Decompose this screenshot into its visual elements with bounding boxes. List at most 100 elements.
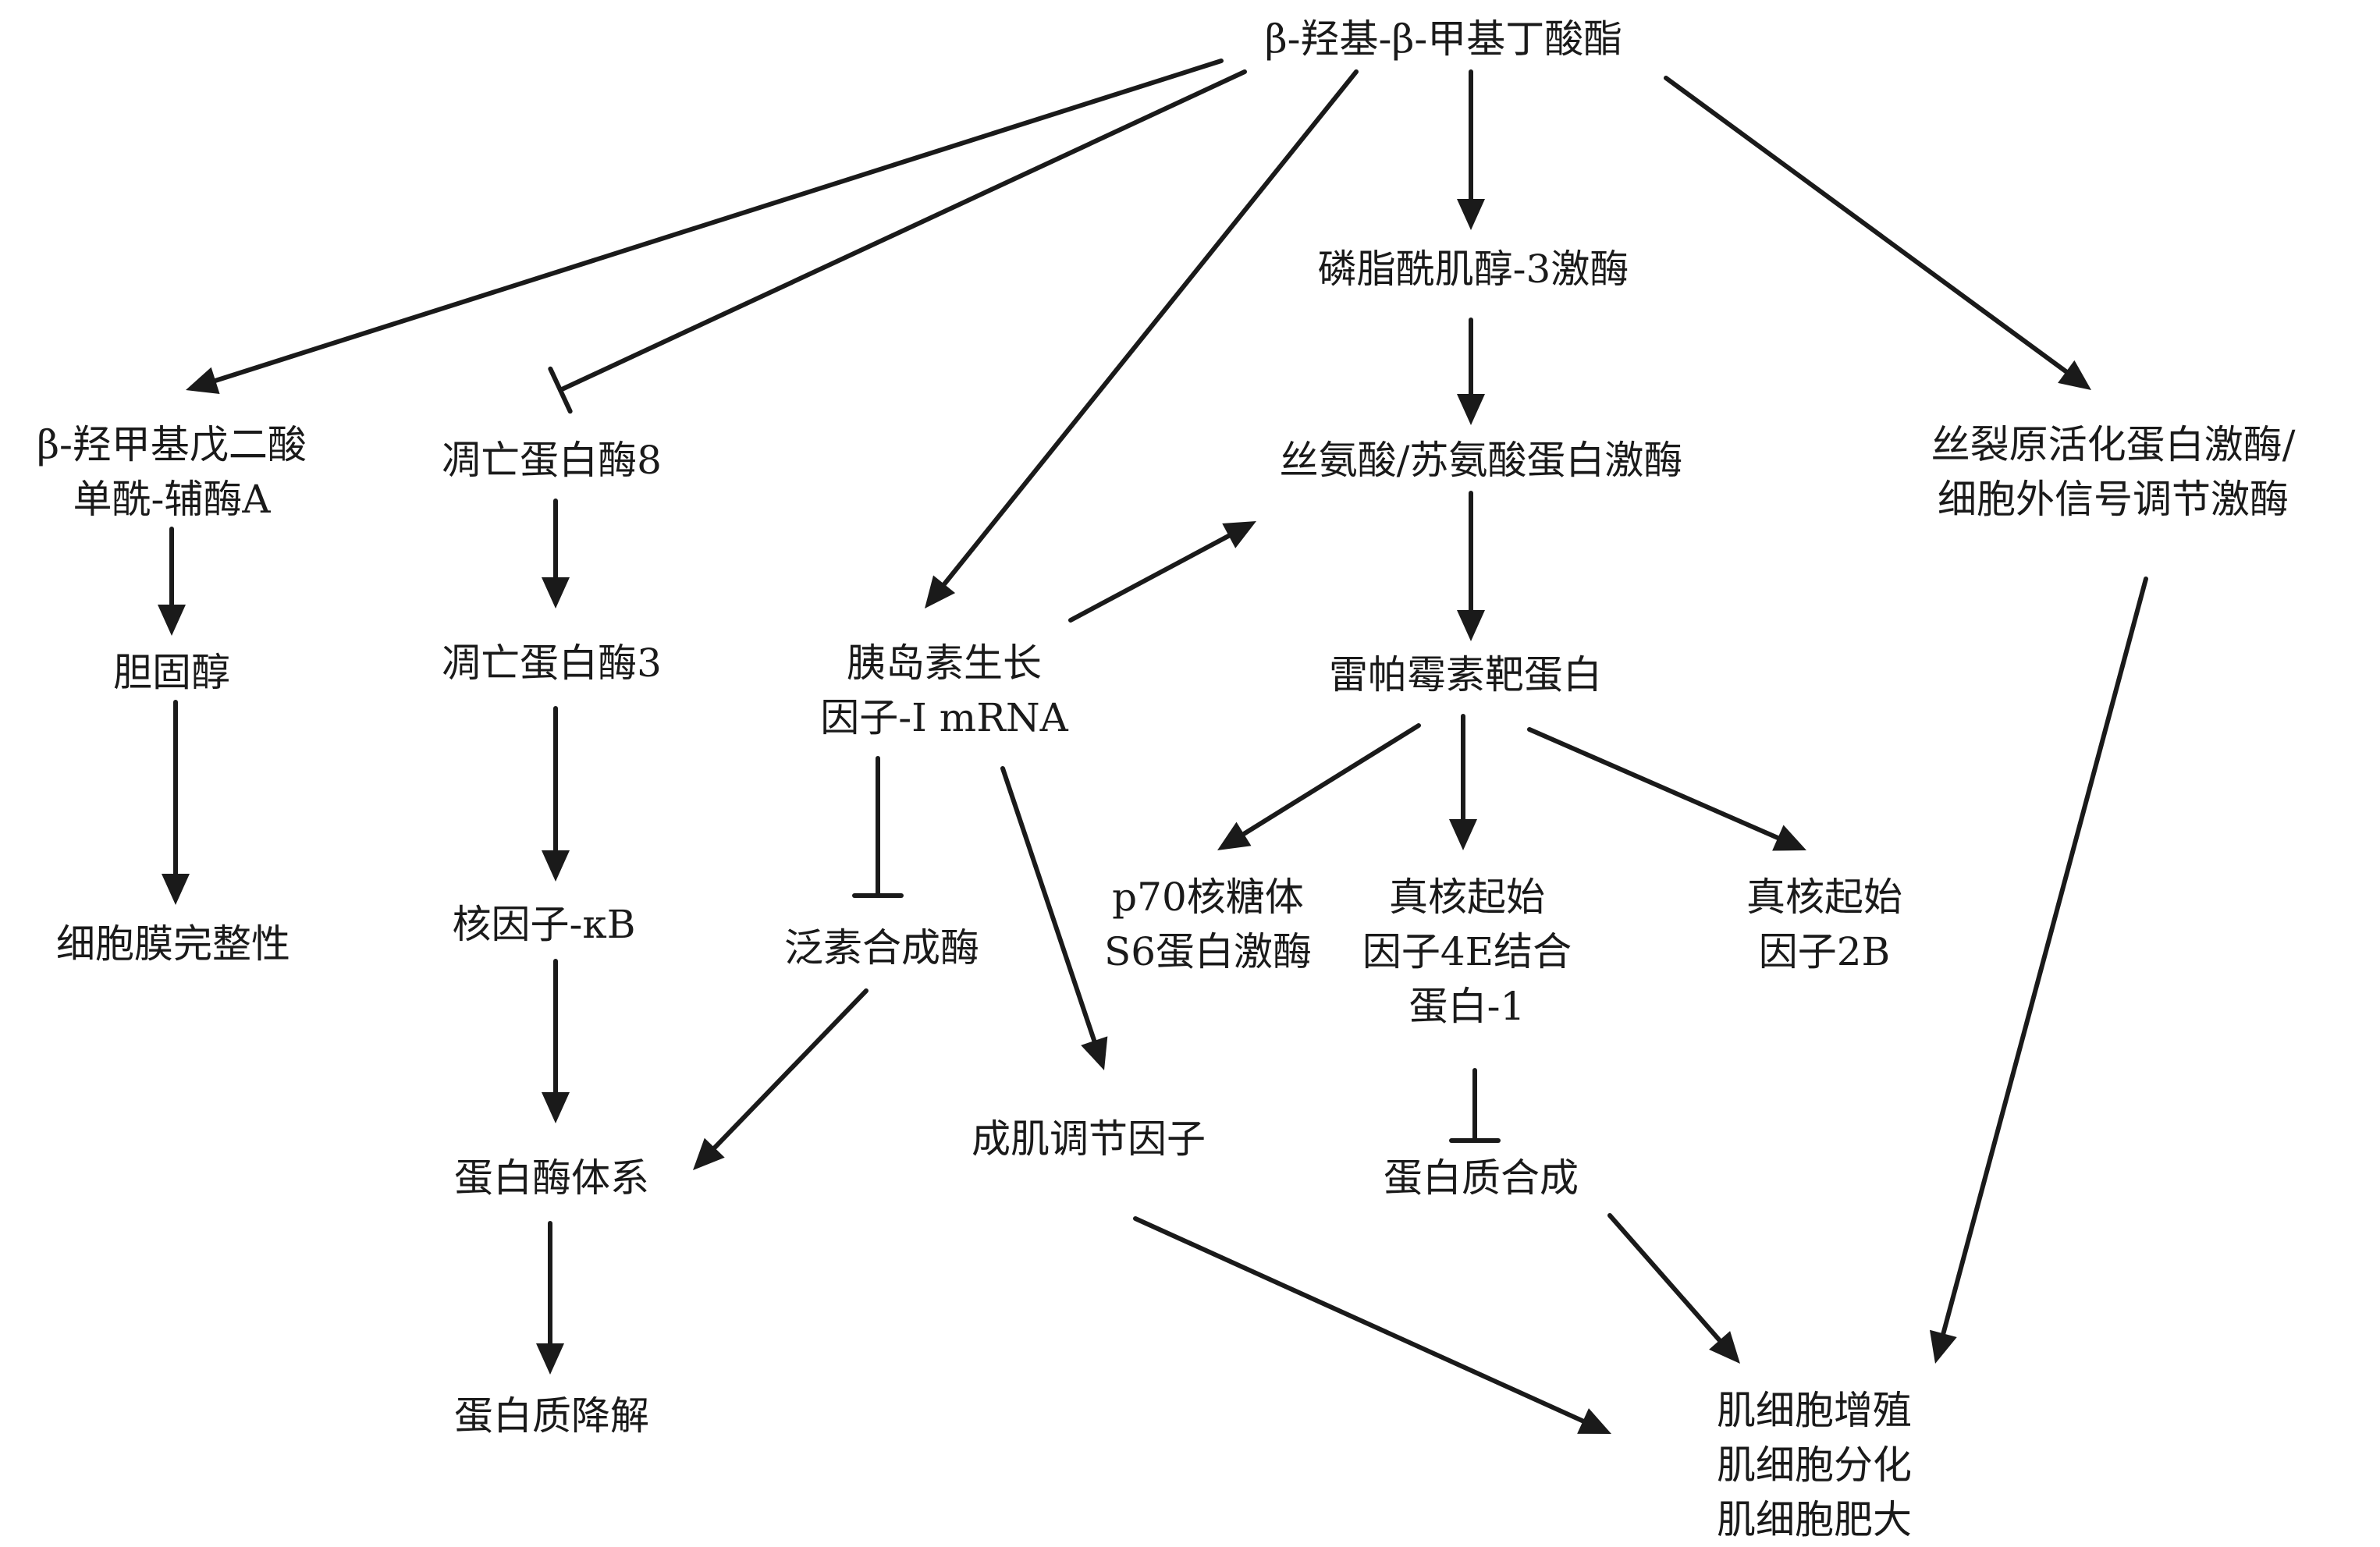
node-mapk-erk-line-2: 细胞外信号调节激酶 <box>1937 477 2289 522</box>
edge-caspase3-to-nfkb-arrow <box>542 706 570 882</box>
edge-proteasome-to-degradation-arrowhead <box>536 1343 564 1375</box>
node-p70s6k-line-1: p70核糖体 <box>1112 875 1304 920</box>
node-membrane-integrity-line-1: 细胞膜完整性 <box>56 921 290 967</box>
edge-myogenic-to-muscle-arrow <box>1133 1216 1611 1434</box>
node-protein-degradation-line-1: 蛋白质降解 <box>454 1393 649 1439</box>
edge-akt-to-mtor-arrowhead <box>1457 610 1485 641</box>
node-mapk-erk: 丝裂原活化蛋白激酶/ 细胞外信号调节激酶 <box>1931 417 2296 527</box>
edge-synthesis-to-muscle-arrow <box>1607 1213 1740 1364</box>
node-hmb-line-1: β-羟基-β-甲基丁酸酯 <box>1264 16 1623 62</box>
node-igf1-mrna: 胰岛素生长 因子-Ⅰ mRNA <box>820 636 1067 745</box>
node-igf1-mrna-line-2: 因子-Ⅰ mRNA <box>820 695 1068 740</box>
node-caspase-3-line-1: 凋亡蛋白酶3 <box>442 640 662 686</box>
node-igf1-mrna-line-1: 胰岛素生长 <box>847 640 1042 686</box>
node-4e-bp1-line-1: 真核起始 <box>1389 875 1545 920</box>
edge-igf1-to-akt-arrow <box>1068 521 1256 623</box>
edge-igf1-to-ubiquitin-inhibition <box>852 756 904 898</box>
edge-hmb-to-hmgcoa-arrow <box>186 59 1224 395</box>
edge-igf1-to-myogenic-arrowhead <box>1081 1036 1108 1070</box>
edge-ubiquitin-to-proteasome-shaft <box>710 988 869 1153</box>
node-hmg-coa-line-2: 单酰-辅酶A <box>73 477 271 522</box>
edge-myogenic-to-muscle-arrowhead <box>1577 1408 1611 1434</box>
edge-synthesis-to-muscle-shaft <box>1607 1213 1725 1345</box>
edge-mtor-to-eif4ebp1-arrow <box>1449 714 1477 850</box>
edge-mtor-to-p70-arrow <box>1217 723 1421 850</box>
node-ubiquitin-ligase: 泛素合成酶 <box>784 921 979 975</box>
edge-eif4ebp1-to-synthesis-inhibition <box>1449 1068 1501 1143</box>
node-p70s6k-line-2: S6蛋白激酶 <box>1103 929 1313 974</box>
node-eif2b: 真核起始 因子2B <box>1746 870 1902 979</box>
edge-myogenic-to-muscle-shaft <box>1133 1216 1589 1425</box>
edge-hmb-to-hmgcoa-shaft <box>210 59 1224 385</box>
node-hmg-coa: β-羟甲基戊二酸 单酰-辅酶A <box>37 417 307 527</box>
edge-hmb-to-igf1-arrowhead <box>925 575 956 609</box>
node-proteasome-line-1: 蛋白酶体系 <box>454 1155 649 1201</box>
node-muscle-cell-outcomes-line-1: 肌细胞增殖 <box>1717 1388 1912 1433</box>
node-protein-synthesis-line-1: 蛋白质合成 <box>1384 1155 1579 1201</box>
node-proteasome: 蛋白酶体系 <box>454 1151 649 1205</box>
edge-nfkb-to-proteasome-arrowhead <box>542 1092 570 1123</box>
edge-hmb-to-mapk-arrowhead <box>2058 360 2091 390</box>
edge-hmb-to-igf1-arrow <box>925 69 1359 609</box>
edge-mtor-to-eif2b-shaft <box>1527 727 1784 842</box>
edge-mapk-to-muscle-arrow <box>1929 577 2148 1364</box>
edge-hmb-to-pi3k-arrow <box>1457 69 1485 230</box>
node-mapk-erk-line-1: 丝裂原活化蛋白激酶/ <box>1931 422 2296 467</box>
node-nf-kb-line-1: 核因子-κB <box>452 902 636 947</box>
edge-igf1-to-myogenic-arrow <box>1000 766 1108 1070</box>
node-akt-line-1: 丝氨酸/苏氨酸蛋白激酶 <box>1279 438 1683 483</box>
node-eif2b-line-1: 真核起始 <box>1746 875 1902 920</box>
node-hmb: β-羟基-β-甲基丁酸酯 <box>1265 12 1623 66</box>
edge-proteasome-to-degradation-arrow <box>536 1221 564 1375</box>
node-4e-bp1-line-3: 蛋白-1 <box>1408 984 1526 1029</box>
node-caspase-8-line-1: 凋亡蛋白酶8 <box>442 438 662 483</box>
node-cholesterol-line-1: 胆固醇 <box>113 650 230 695</box>
node-nf-kb: 核因子-κB <box>453 897 636 952</box>
node-akt: 丝氨酸/苏氨酸蛋白激酶 <box>1280 433 1683 488</box>
edge-hmb-to-hmgcoa-arrowhead <box>186 367 220 395</box>
edge-pi3k-to-akt-arrow <box>1457 318 1485 425</box>
edge-hmb-to-mapk-shaft <box>1664 76 2071 376</box>
edge-mtor-to-p70-arrowhead <box>1217 821 1252 850</box>
edge-hmb-to-caspase8-shaft <box>558 69 1247 392</box>
edge-mtor-to-eif4ebp1-arrowhead <box>1449 819 1477 850</box>
edge-hmb-to-mapk-arrow <box>1664 76 2091 390</box>
node-muscle-cell-outcomes-line-2: 肌细胞分化 <box>1717 1442 1912 1488</box>
node-pi3k-line-1: 磷脂酰肌醇-3激酶 <box>1317 247 1629 292</box>
edge-mapk-to-muscle-shaft <box>1940 577 2148 1339</box>
node-membrane-integrity: 细胞膜完整性 <box>56 917 290 971</box>
node-protein-degradation: 蛋白质降解 <box>454 1389 649 1443</box>
node-protein-synthesis: 蛋白质合成 <box>1384 1151 1579 1205</box>
node-caspase-8: 凋亡蛋白酶8 <box>442 433 662 488</box>
edge-igf1-to-akt-arrowhead <box>1222 521 1256 548</box>
node-myogenic-factors-line-1: 成肌调节因子 <box>972 1116 1206 1162</box>
node-eif2b-line-2: 因子2B <box>1758 929 1891 974</box>
node-mtor: 雷帕霉素靶蛋白 <box>1329 648 1602 702</box>
edge-caspase8-to-caspase3-arrowhead <box>542 577 570 609</box>
node-p70s6k: p70核糖体 S6蛋白激酶 <box>1104 870 1312 979</box>
edge-hmb-to-caspase8-bar <box>548 366 573 414</box>
node-ubiquitin-ligase-line-1: 泛素合成酶 <box>784 925 979 970</box>
edge-cholesterol-to-membrane-arrow <box>162 700 190 905</box>
edge-igf1-to-myogenic-shaft <box>1000 766 1098 1046</box>
edge-hmb-to-igf1-shaft <box>940 69 1359 589</box>
edge-caspase3-to-nfkb-arrowhead <box>542 850 570 882</box>
node-pi3k: 磷脂酰肌醇-3激酶 <box>1318 242 1629 296</box>
edge-igf1-to-akt-shaft <box>1068 531 1234 623</box>
edge-akt-to-mtor-arrow <box>1457 491 1485 641</box>
node-cholesterol: 胆固醇 <box>113 645 230 700</box>
edge-mapk-to-muscle-arrowhead <box>1929 1329 1957 1364</box>
edge-cholesterol-to-membrane-arrowhead <box>162 874 190 905</box>
edge-hmb-to-caspase8-inhibition <box>548 69 1247 414</box>
node-muscle-cell-outcomes: 肌细胞增殖 肌细胞分化 肌细胞肥大 <box>1717 1383 1912 1547</box>
edge-mtor-to-eif2b-arrowhead <box>1772 825 1806 851</box>
edge-pi3k-to-akt-arrowhead <box>1457 394 1485 425</box>
node-hmg-coa-line-1: β-羟甲基戊二酸 <box>37 422 307 467</box>
edge-hmgcoa-to-cholesterol-arrow <box>158 527 186 636</box>
edge-hmgcoa-to-cholesterol-arrowhead <box>158 605 186 636</box>
node-muscle-cell-outcomes-line-3: 肌细胞肥大 <box>1717 1497 1912 1542</box>
node-4e-bp1: 真核起始 因子4E结合 蛋白-1 <box>1362 870 1572 1034</box>
node-4e-bp1-line-2: 因子4E结合 <box>1362 929 1572 974</box>
